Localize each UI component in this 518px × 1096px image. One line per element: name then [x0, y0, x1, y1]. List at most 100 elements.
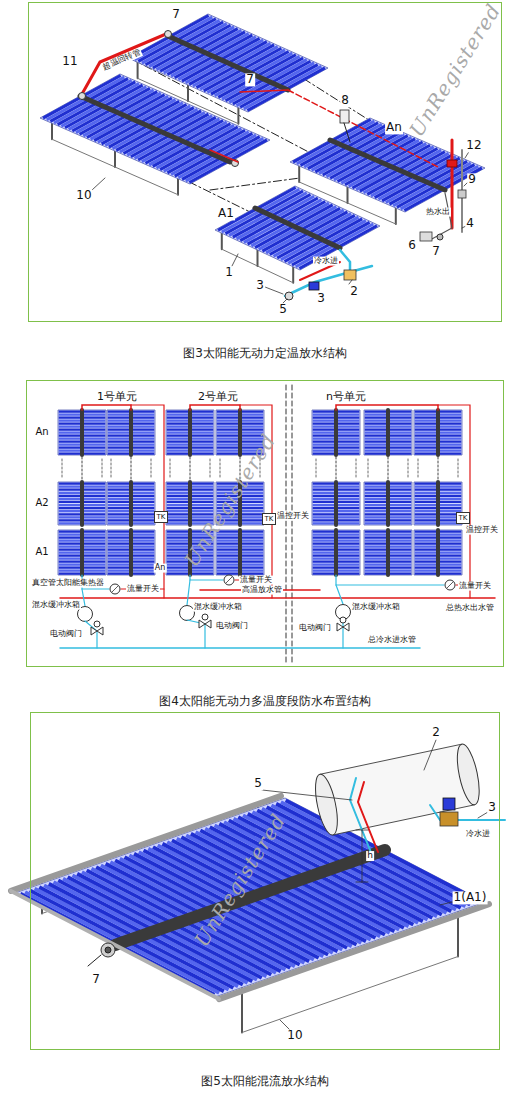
box-label: TK	[459, 515, 468, 522]
leader-line	[465, 150, 470, 158]
solar-collector	[58, 530, 106, 575]
callout-number: 8	[340, 94, 350, 107]
hot-header-pipe	[190, 405, 240, 410]
callout-number: 4	[465, 217, 475, 230]
collector-frame	[58, 530, 106, 575]
unit-separator	[286, 385, 287, 662]
collector-frame	[312, 530, 360, 575]
callout-number: 1(A1)	[453, 891, 488, 904]
header-pipe	[334, 410, 338, 455]
annotation-text: h	[366, 851, 374, 861]
figure-caption: 图4太阳能无动力多温度段防水布置结构	[27, 693, 503, 710]
collector-frame	[216, 410, 264, 455]
omitted-rows	[260, 459, 261, 478]
omitted-rows	[240, 457, 241, 480]
hot-header-pipe	[336, 405, 438, 410]
omitted-rows	[102, 459, 103, 478]
frame-rail	[11, 891, 219, 999]
frame-rail	[11, 796, 281, 891]
omitted-rows	[170, 459, 171, 478]
callout-number: 3	[255, 279, 265, 292]
omitted-rows	[316, 459, 317, 478]
outlet-pipe	[336, 575, 444, 585]
solar-collector	[364, 410, 412, 455]
flow-switch-mark	[112, 586, 118, 592]
callout-number: 7	[91, 973, 101, 986]
valve-motor	[443, 798, 455, 810]
callout-number: 6	[407, 239, 417, 252]
annotation-text: 电动阀门	[49, 630, 83, 639]
hot-pipe	[358, 782, 378, 852]
annotation-text: 超温回转管	[101, 47, 143, 72]
solar-collector	[215, 186, 380, 270]
solar-collector	[107, 410, 155, 455]
outlet-pipe	[82, 575, 109, 589]
annotation-text: n号单元	[325, 391, 367, 403]
flow-switch	[445, 580, 455, 590]
temperature-control-box: TK	[262, 513, 276, 525]
support-leg	[237, 108, 239, 124]
dimension-line	[362, 830, 363, 882]
callout-number: 3	[487, 801, 497, 814]
solar-collector	[166, 530, 214, 575]
hot-riser-pipe	[438, 405, 470, 598]
callout-number: A1	[217, 207, 235, 220]
support-leg	[114, 151, 116, 167]
figure-caption: 图5太阳能混流放水结构	[31, 1073, 499, 1090]
hot-riser-pipe	[240, 405, 272, 598]
figure-5	[11, 740, 505, 1033]
callout-number: 11	[61, 55, 78, 68]
annotation-text: 电动阀门	[298, 624, 332, 633]
omitted-rows	[111, 459, 112, 478]
omitted-rows	[356, 459, 357, 478]
annotation-text: 流量开关	[239, 576, 273, 585]
leader-line	[349, 280, 352, 284]
support-leg	[221, 233, 223, 249]
omitted-rows	[82, 457, 83, 480]
outlet-pipe	[190, 575, 223, 580]
solar-collector	[58, 410, 106, 455]
collector-frame	[312, 410, 360, 455]
annotation-text: 2号单元	[197, 391, 239, 403]
tank-body	[320, 744, 475, 835]
callout-number: 12	[465, 139, 482, 152]
callout-number: 5	[278, 303, 288, 316]
support-leg	[177, 179, 179, 195]
buffer-tank	[78, 607, 93, 622]
buffer-pipe	[82, 589, 85, 606]
collector-frame	[364, 530, 412, 575]
figure-3	[40, 14, 485, 303]
leader-line	[424, 740, 436, 770]
annotation-text: 真空管太阳能集热器	[31, 579, 105, 588]
header-pipe	[238, 530, 242, 575]
omitted-rows	[151, 459, 152, 478]
header-pipe	[238, 482, 242, 525]
collector-frame	[216, 482, 264, 525]
header-pipe	[334, 530, 338, 575]
dash-dot-link	[210, 178, 300, 190]
leader-line	[280, 1020, 290, 1030]
hot-pipe-dashed	[288, 90, 440, 168]
figure-caption: 图3太阳能无动力定温放水结构	[29, 345, 501, 362]
header-pipe	[386, 530, 390, 575]
solar-collector	[312, 482, 360, 525]
collector-frame	[312, 482, 360, 525]
figure-panel: 图3太阳能无动力定温放水结构	[28, 2, 502, 322]
pipe	[430, 193, 452, 240]
solar-collector	[107, 530, 155, 575]
valve	[458, 190, 466, 198]
figure-4	[58, 385, 495, 662]
omitted-rows	[418, 459, 419, 478]
callout-number: 5	[253, 777, 263, 790]
buffer-pipe	[336, 585, 343, 604]
omitted-rows	[336, 457, 337, 480]
header-pipe	[115, 850, 385, 945]
box-label: TK	[157, 514, 166, 521]
drain-fitting	[101, 943, 115, 957]
collector-frame	[166, 482, 214, 525]
callout-number: 2	[349, 285, 359, 298]
annotation-text: 总冷水进水管	[367, 636, 417, 645]
leader-line	[265, 287, 283, 294]
header-pipe	[80, 482, 84, 525]
figure-panel: 图5太阳能混流放水结构	[30, 712, 500, 1050]
